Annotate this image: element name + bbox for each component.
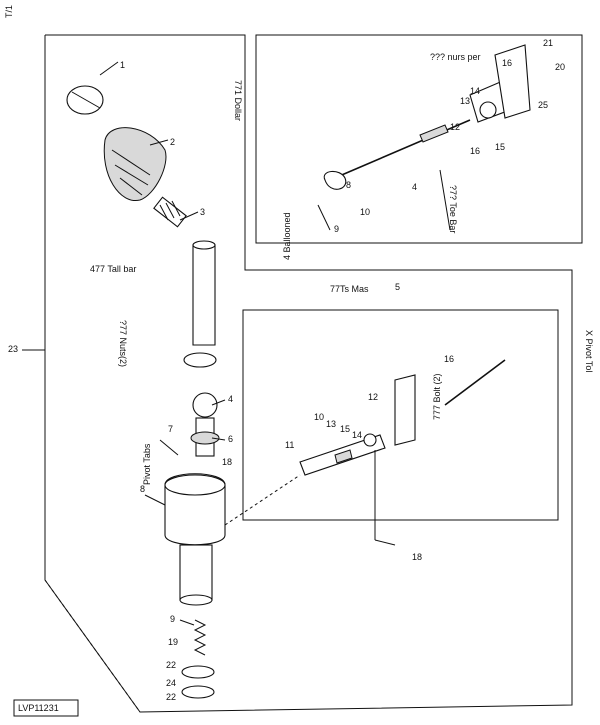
cable-end-middle (374, 539, 396, 546)
box-text-5: 77Ts Mas (330, 284, 369, 294)
callout-22b: 22 (166, 692, 176, 702)
callout-tr-20: 20 (555, 62, 565, 72)
callout-22a: 22 (166, 660, 176, 670)
pivot-middle (363, 433, 377, 447)
callout-19: 19 (168, 637, 178, 647)
callout-m-11: 11 (285, 440, 294, 450)
spring-assembly-top (419, 124, 449, 143)
callout-tr-16: 16 (502, 58, 512, 68)
lower-shaft-part (179, 544, 213, 601)
rod-assembly-top (329, 119, 471, 181)
callout-18: 18 (222, 457, 232, 467)
pivot-top (479, 101, 497, 119)
rubber-boot-part (103, 127, 167, 201)
rod-top (192, 240, 216, 250)
knob-edge (71, 91, 101, 109)
callout-23: 23 (8, 344, 18, 354)
bracket-middle (394, 374, 416, 446)
coupling-part (153, 196, 187, 228)
callout-6: 6 (228, 434, 233, 444)
boot-ribs (111, 149, 151, 196)
callout-4: 4 (228, 394, 233, 404)
lower-shaft-end (179, 594, 213, 606)
callout-tr-25: 25 (538, 100, 548, 110)
callout-m-14: 14 (352, 430, 362, 440)
frame-label-top: ?77 Nuts(2) (118, 320, 128, 367)
callout-24: 24 (166, 678, 176, 688)
leader-7 (159, 439, 179, 456)
middle-right-box (242, 309, 559, 521)
callout-m-15: 15 (340, 424, 350, 434)
top-right-box (255, 34, 583, 244)
rod-middle (444, 359, 506, 406)
box-text-2: 777 Bolt (2) (432, 373, 442, 420)
callout-tr-8: 8 (346, 180, 351, 190)
main-frame (44, 34, 573, 713)
leader-1 (99, 61, 119, 76)
callout-m-18: 18 (412, 552, 422, 562)
leader-4 (211, 399, 226, 406)
lever-rod-part (192, 244, 216, 346)
leader-8 (144, 494, 166, 506)
coupling-threads (159, 200, 181, 221)
plate-top (494, 44, 531, 119)
leader-6 (211, 437, 226, 441)
box-text-1: Pivot Tabs (142, 443, 152, 485)
washer-part-2 (181, 685, 215, 699)
callout-tr-16b: 16 (470, 146, 480, 156)
callout-tr-21a: 21 (543, 38, 553, 48)
leader-2 (149, 139, 169, 146)
leader-9 (179, 619, 195, 626)
frame-label-right: X Pivot Tol (584, 330, 594, 372)
callout-m-10: 10 (314, 412, 324, 422)
callout-3: 3 (200, 207, 205, 217)
figure-id-box (13, 699, 79, 717)
callout-tr-14: 14 (470, 86, 480, 96)
box-text-3: ?7? Toe Bar (448, 185, 458, 233)
callout-7: 7 (168, 424, 173, 434)
callout-m-13: 13 (326, 419, 336, 429)
figure-id: LVP11231 (18, 703, 59, 713)
box-text-4: 4 Ballooned (282, 212, 292, 260)
callout-tr-13: 13 (460, 96, 470, 106)
pin-top (317, 204, 331, 231)
callout-9: 9 (170, 614, 175, 624)
callout-8: 8 (140, 484, 145, 494)
frame-label-top-box: 771 Dollar (233, 80, 243, 121)
spring-middle (334, 449, 353, 464)
top-right-text: ??? nurs per (430, 52, 481, 62)
ring-part (183, 352, 217, 368)
callout-m-5: 5 (395, 282, 400, 292)
washer-part-1 (181, 665, 215, 679)
callout-tr-10: 10 (360, 207, 370, 217)
callout-m-16: 16 (444, 354, 454, 364)
callout-tr-12: 12 (450, 122, 460, 132)
leader-3 (179, 211, 199, 221)
callout-tr-4: 4 (412, 182, 417, 192)
callout-1: 1 (120, 60, 125, 70)
leader-dashed-middle (224, 474, 301, 526)
clip-top (323, 170, 347, 190)
cable-top (439, 169, 451, 231)
ball-joint-part (192, 392, 218, 418)
callout-tr-15: 15 (495, 142, 505, 152)
callout-m-12: 12 (368, 392, 378, 402)
frame-label-left: 477 Tall bar (90, 264, 136, 274)
callout-tr-9: 9 (334, 224, 339, 234)
corner-code: T/1 (4, 5, 14, 18)
housing-top (164, 474, 226, 496)
shaft-collar (190, 431, 220, 445)
callout-2: 2 (170, 137, 175, 147)
spring-part (193, 619, 207, 656)
